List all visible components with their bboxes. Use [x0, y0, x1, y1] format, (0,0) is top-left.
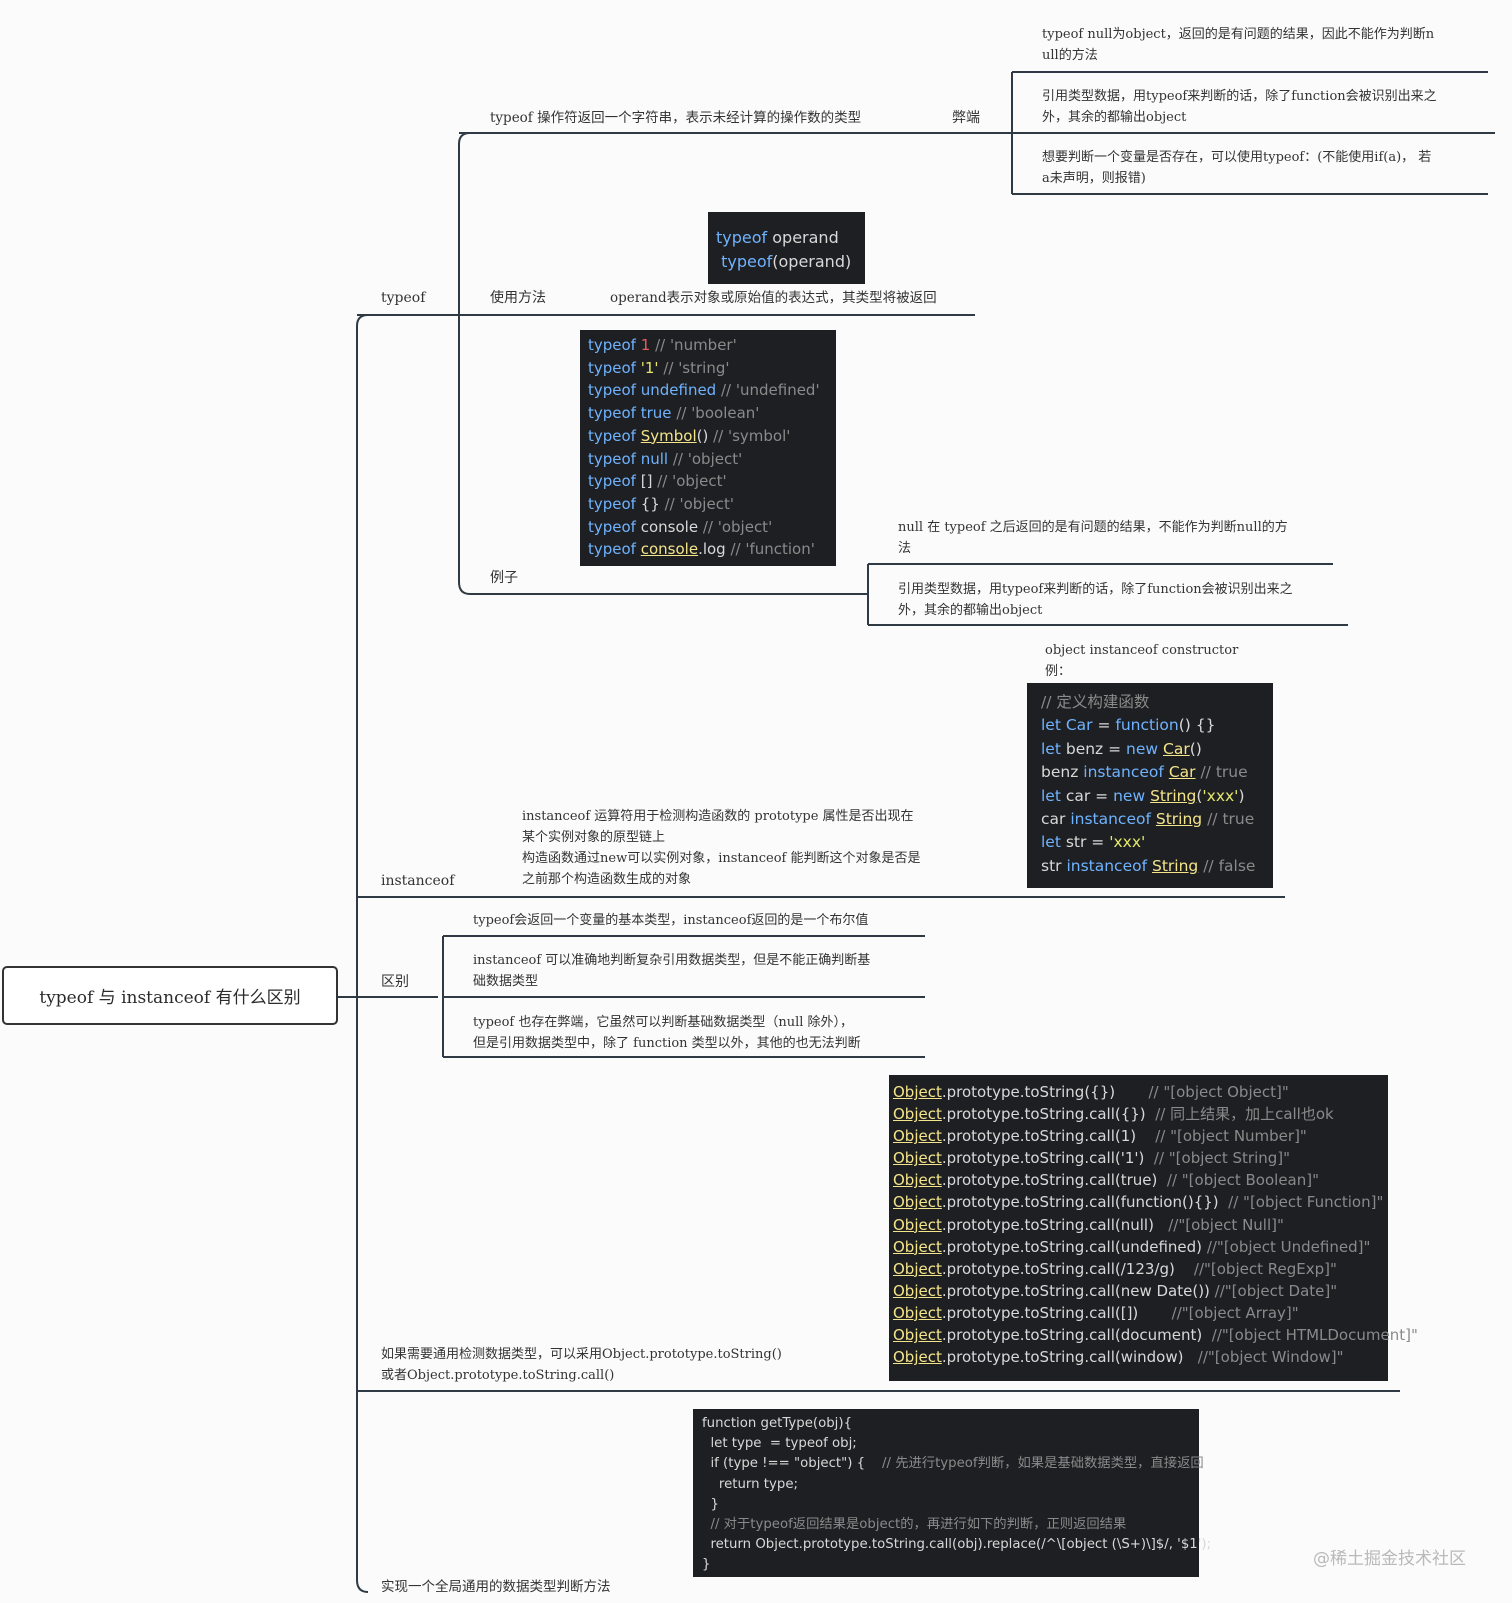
code-line: if (type !== "object") { // 先进行typeof判断，…: [702, 1456, 1204, 1472]
watermark: @稀土掘金技术社区: [1313, 1549, 1466, 1569]
code-line: // 对于typeof返回结果是object的，再进行如下的判断，正则返回结果: [710, 1517, 1127, 1533]
code-line: let Car = function() {}: [1041, 716, 1216, 735]
code-line: str instanceof String // false: [1041, 856, 1256, 875]
gettype-code-block: function getType(obj){ let type = typeof…: [693, 1409, 1212, 1577]
code-line: typeof {} // 'object': [588, 494, 734, 513]
code-line: Object.prototype.toString.call(document)…: [893, 1326, 1418, 1345]
usage-note: operand表示对象或原始值的表达式，其类型将被返回: [610, 290, 937, 306]
code-line: }: [702, 1557, 711, 1573]
code-line: function getType(obj){: [702, 1416, 853, 1431]
usage-label: 使用方法: [490, 290, 546, 306]
code-line: typeof console.log // 'function': [588, 540, 815, 559]
code-line: Object.prototype.toString.call(function(…: [893, 1193, 1384, 1212]
code-line: Object.prototype.toString.call(new Date(…: [893, 1281, 1338, 1300]
code-line: typeof undefined // 'undefined': [588, 381, 820, 400]
code-line: return type;: [702, 1476, 798, 1492]
code-line: typeof [] // 'object': [588, 472, 727, 491]
code-line: }: [702, 1496, 719, 1512]
code-line: Object.prototype.toString.call(null) //"…: [893, 1215, 1284, 1234]
code-line: let type = typeof obj;: [702, 1436, 857, 1452]
typeof-examples-code-block: typeof 1 // 'number' typeof '1' // 'strin…: [580, 330, 836, 566]
difference-branch-label[interactable]: 区别: [381, 974, 409, 990]
drawback-item: typeof null为object，返回的是有问题的结果，因此不能作为判断n …: [1042, 27, 1435, 63]
code-line: typeof '1' // 'string': [588, 358, 730, 377]
difference-item: typeof会返回一个变量的基本类型，instanceof返回的是一个布尔值: [473, 913, 869, 928]
instanceof-code-block: // 定义构建函数 let Car = function() {} let be…: [1027, 683, 1273, 888]
code-line: Object.prototype.toString.call({}) // 同上…: [893, 1105, 1334, 1124]
code-line: typeof operand: [716, 228, 839, 247]
code-line: let car = new String('xxx'): [1041, 786, 1245, 805]
instanceof-description: instanceof 运算符用于检测构造函数的 prototype 属性是否出现…: [522, 809, 921, 887]
examples-label: 例子: [490, 570, 518, 586]
code-line: car instanceof String // true: [1041, 810, 1255, 829]
tostring-branch-label[interactable]: 如果需要通用检测数据类型，可以采用Object.prototype.toStri…: [381, 1347, 782, 1383]
drawback-item: 引用类型数据，用typeof来判断的话，除了function会被识别出来之 外，…: [1042, 89, 1437, 125]
code-line: Object.prototype.toString.call([]) //"[o…: [893, 1303, 1299, 1322]
code-line: typeof console // 'object': [588, 517, 773, 536]
root-label: typeof 与 instanceof 有什么区别: [39, 988, 301, 1008]
tostring-code-block: Object.prototype.toString({}) // "[objec…: [889, 1075, 1418, 1381]
code-line: let str = 'xxx': [1041, 833, 1146, 852]
drawback-item: 想要判断一个变量是否存在，可以使用typeof：(不能使用if(a)， 若 a未…: [1042, 150, 1432, 186]
code-line: typeof 1 // 'number': [588, 336, 737, 354]
code-line: Object.prototype.toString.call(window) /…: [893, 1348, 1344, 1367]
usage-code-block: typeof operand typeof(operand): [708, 212, 865, 284]
instanceof-syntax: object instanceof constructor 例：: [1045, 643, 1239, 679]
code-line: return Object.prototype.toString.call(ob…: [702, 1537, 1212, 1553]
drawback-label: 弊端: [952, 110, 980, 126]
code-line: Object.prototype.toString.call(true) // …: [893, 1171, 1320, 1190]
gettype-branch-label[interactable]: 实现一个全局通用的数据类型判断方法: [381, 1579, 611, 1595]
instanceof-branch-label[interactable]: instanceof: [381, 873, 455, 889]
code-line: typeof(operand): [721, 252, 852, 271]
code-line: Object.prototype.toString.call(/123/g) /…: [893, 1259, 1337, 1278]
code-line: Object.prototype.toString.call(undefined…: [893, 1237, 1371, 1256]
code-line: // 定义构建函数: [1041, 693, 1150, 711]
code-line: Object.prototype.toString({}) // "[objec…: [893, 1083, 1289, 1101]
code-line: Object.prototype.toString.call('1') // "…: [893, 1149, 1291, 1168]
example-note: null 在 typeof 之后返回的是有问题的结果，不能作为判断null的方 …: [898, 520, 1288, 556]
difference-item: instanceof 可以准确地判断复杂引用数据类型，但是不能正确判断基 础数据…: [473, 953, 871, 989]
code-line: typeof true // 'boolean': [588, 404, 760, 423]
code-line: benz instanceof Car // true: [1041, 763, 1248, 782]
code-line: let benz = new Car(): [1041, 739, 1202, 758]
code-line: typeof Symbol() // 'symbol': [588, 426, 791, 445]
root-node[interactable]: typeof 与 instanceof 有什么区别: [2, 966, 338, 1025]
code-line: typeof null // 'object': [588, 449, 743, 468]
difference-item: typeof 也存在弊端，它虽然可以判断基础数据类型（null 除外）， 但是引…: [473, 1015, 861, 1051]
typeof-description: typeof 操作符返回一个字符串，表示未经计算的操作数的类型: [490, 110, 862, 126]
typeof-branch-label[interactable]: typeof: [381, 290, 426, 306]
code-line: Object.prototype.toString.call(1) // "[o…: [893, 1127, 1307, 1146]
example-note: 引用类型数据，用typeof来判断的话，除了function会被识别出来之 外，…: [898, 582, 1293, 618]
